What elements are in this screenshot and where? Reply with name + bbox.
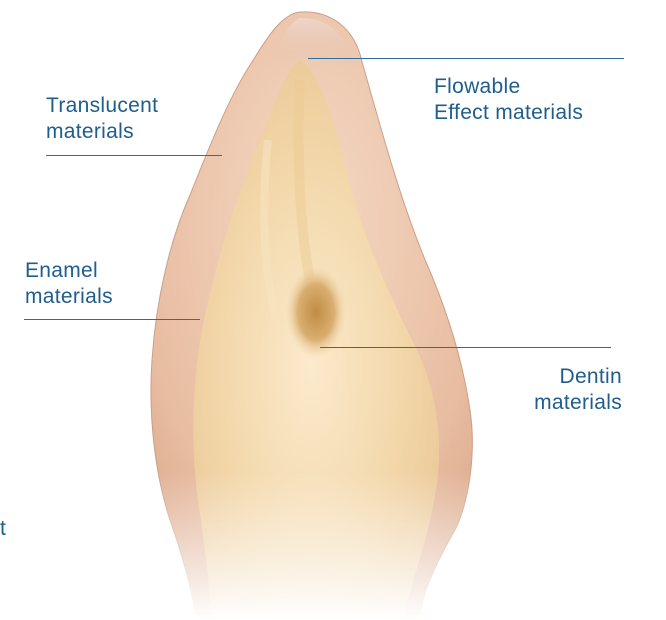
flowable-label-line2: Effect materials bbox=[434, 100, 583, 126]
root-fade bbox=[150, 470, 490, 620]
pulp-chamber bbox=[286, 266, 346, 358]
enamel-label: Enamel materials bbox=[25, 258, 113, 310]
flowable-label: Flowable Effect materials bbox=[434, 74, 583, 126]
enamel-leader-line bbox=[24, 319, 200, 320]
translucent-label: Translucent materials bbox=[46, 93, 158, 145]
translucent-leader-line bbox=[46, 155, 222, 156]
dentin-label-line2: materials bbox=[534, 390, 622, 416]
dentin-label: Dentin materials bbox=[534, 364, 622, 416]
cropped-text-fragment: t bbox=[0, 516, 6, 542]
enamel-label-line1: Enamel bbox=[25, 258, 113, 284]
flowable-leader-line bbox=[308, 58, 624, 59]
dentin-label-line1: Dentin bbox=[534, 364, 622, 390]
enamel-label-line2: materials bbox=[25, 284, 113, 310]
translucent-label-line2: materials bbox=[46, 119, 158, 145]
flowable-label-line1: Flowable bbox=[434, 74, 583, 100]
dentin-leader-line bbox=[320, 347, 611, 348]
translucent-label-line1: Translucent bbox=[46, 93, 158, 119]
